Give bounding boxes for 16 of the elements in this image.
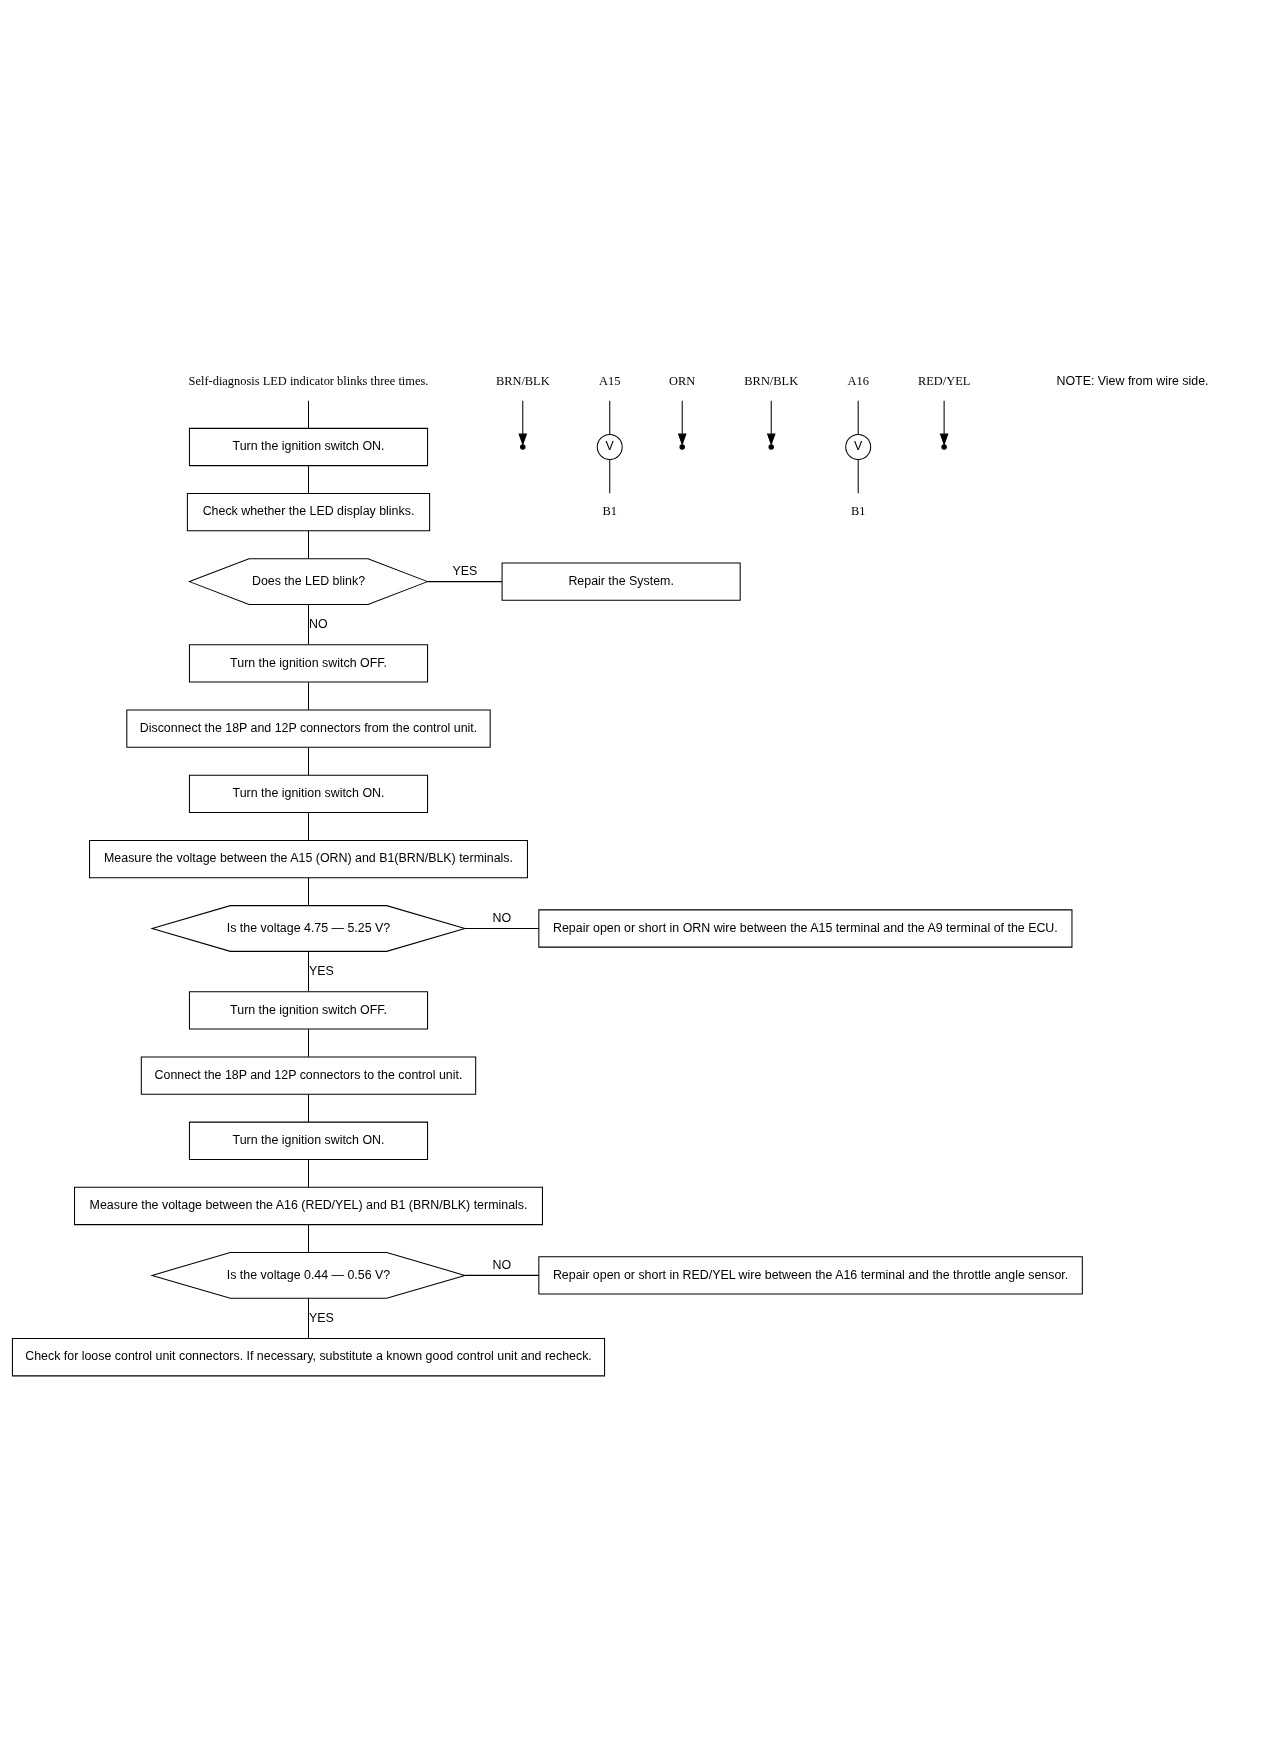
edge-label: YES — [309, 963, 334, 978]
node-text: A15 — [599, 373, 621, 388]
edge-label: NO — [492, 1257, 512, 1272]
node-text: A16 — [847, 373, 869, 388]
node-text: BRN/BLK — [744, 373, 799, 388]
edge-label: NO — [492, 910, 512, 925]
edge-label: NO — [309, 616, 328, 631]
node-text: BRN/BLK — [495, 373, 550, 388]
node-text: ORN — [669, 373, 696, 388]
node-text: RED/YEL — [917, 373, 971, 388]
edge-label: YES — [309, 1310, 334, 1325]
node-text: Self-diagnosis LED indicator blinks three times. — [188, 373, 429, 388]
node-text: B1 — [850, 503, 866, 518]
node-text: B1 — [602, 503, 617, 518]
label: NOTE: View from wire side. — [1056, 373, 1209, 388]
edge-label: YES — [452, 563, 478, 578]
